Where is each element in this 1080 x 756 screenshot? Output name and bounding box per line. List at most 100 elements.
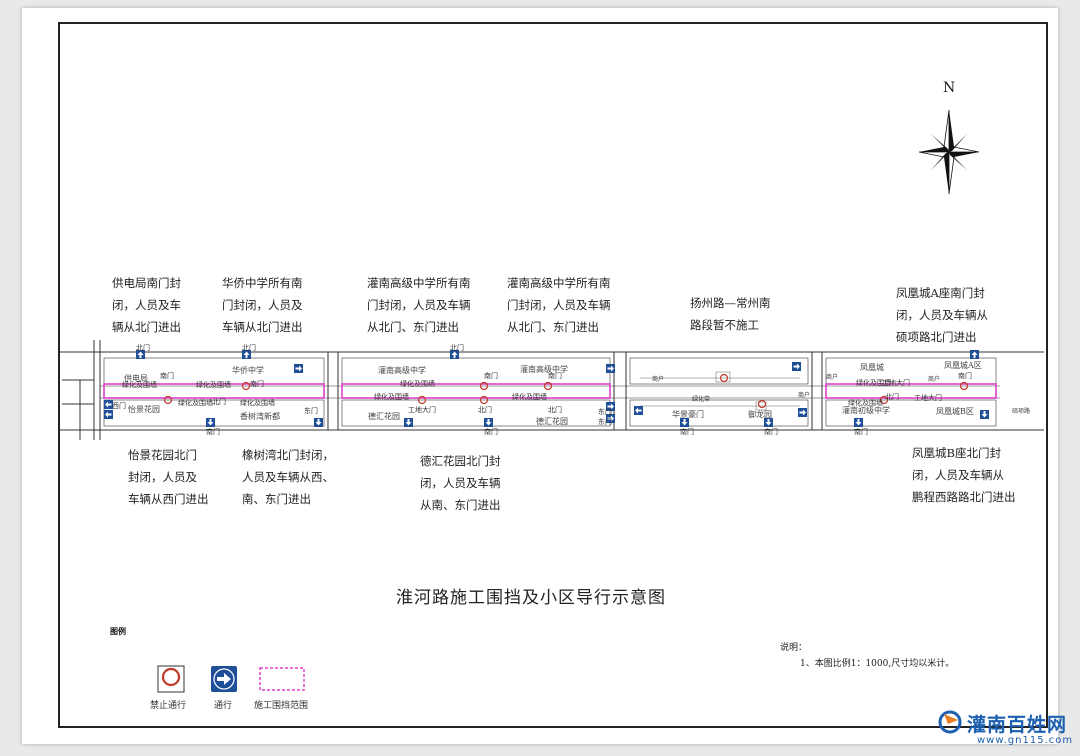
arrow-left-icon [104, 400, 113, 409]
arrow-up-icon [450, 350, 459, 359]
label-shop: 商户 [826, 374, 839, 381]
brand-logo-icon [938, 710, 962, 734]
explanation-heading: 说明： [780, 643, 808, 653]
arrow-right-icon [606, 402, 615, 411]
arrow-left-icon [634, 406, 643, 415]
arrow-right-icon [792, 362, 801, 371]
note-yangzhou: 扬州路—常州南 路段暂不施工 [690, 296, 771, 332]
no-entry-icon [959, 381, 969, 391]
no-entry-icon [879, 395, 889, 405]
legend-label-no-entry: 禁止通行 [150, 701, 187, 711]
label-green-fence: 绿化及围墙 [400, 380, 435, 388]
note-xiangshuwan: 橡树湾北门封闭， 人员及车辆从西、 南、东门进出 [242, 448, 334, 506]
watermark-url: www.gn115.com [977, 735, 1074, 746]
arrow-down-icon [484, 418, 493, 427]
arrow-down-icon [314, 418, 323, 427]
place-yijing: 怡景花园 [128, 405, 160, 414]
legend-fence-range-icon [259, 667, 305, 691]
label-shop: 商户 [652, 376, 665, 383]
label-north-gate: 北门 [450, 344, 464, 352]
legend-label-fence: 施工围挡范围 [254, 701, 309, 711]
label-north-gate: 北门 [885, 393, 899, 401]
label-green-fence: 绿化及围墙 [848, 399, 883, 407]
label-north-gate: 北门 [242, 344, 256, 352]
place-guannan-1: 灌南高级中学 [378, 366, 426, 375]
map-frame [58, 22, 1048, 728]
no-entry-icon [479, 381, 489, 391]
no-entry-icon [479, 395, 489, 405]
watermark: 灌南百姓网 www.gn115.com [937, 710, 1077, 752]
label-south-gate: 南门 [250, 380, 264, 388]
label-green-fence: 绿化及围墙 [196, 381, 231, 389]
place-guannan-2: 灌南高级中学 [520, 365, 568, 374]
no-entry-icon [543, 381, 553, 391]
arrow-up-icon [242, 350, 251, 359]
place-guannan-junior: 灌南初级中学 [842, 406, 890, 415]
note-yijing: 怡景花园北门 封闭，人员及 车辆从西门进出 [128, 448, 209, 506]
map-title: 淮河路施工围挡及小区导行示意图 [396, 588, 666, 608]
place-yuanlongyuan: 御龙园 [748, 410, 772, 419]
compass-north-label: N [943, 80, 956, 96]
note-fenghuang-a: 凤凰城A座南门封 闭，人员及车辆从 硕项路北门进出 [896, 286, 988, 344]
legend-arrow-right-icon [211, 666, 237, 692]
label-south-gate: 南门 [764, 428, 778, 436]
no-entry-icon [417, 395, 427, 405]
label-green-belt: 绿化带 [692, 396, 711, 403]
label-green-fence: 绿化及围墙 [856, 379, 891, 387]
place-fenghuang: 凤凰城 [860, 363, 884, 372]
legend-title: 图例 [110, 626, 126, 636]
legend-label-pass: 通行 [214, 701, 233, 711]
label-construction-gate: 工地大门 [408, 406, 436, 414]
arrow-up-icon [970, 350, 979, 359]
legend-no-entry-icon [157, 665, 185, 693]
pass-signs [104, 350, 989, 427]
arrow-down-icon [206, 418, 215, 427]
label-north-gate: 北门 [548, 406, 562, 414]
label-east-gate: 东门 [598, 408, 612, 416]
no-entry-icon [163, 395, 173, 405]
no-entry-icon [241, 381, 251, 391]
label-green-fence: 绿化及围墙 [122, 381, 157, 389]
note-dehui: 德汇花园北门封 闭，人员及车辆 从南、东门进出 [420, 454, 501, 512]
label-construction-gate: 工地大门 [882, 379, 910, 387]
label-south-gate: 南门 [680, 428, 694, 436]
label-shop: 商户 [798, 392, 811, 399]
note-guannan-1: 灌南高级中学所有南 门封闭，人员及车辆 从北门、东门进出 [367, 276, 471, 334]
label-east-gate: 东门 [598, 418, 612, 426]
label-south-gate: 南门 [854, 428, 868, 436]
no-entry-icon [757, 399, 767, 409]
place-huaqiao: 华侨中学 [232, 366, 264, 375]
label-green-fence: 绿化及围墙 [240, 399, 275, 407]
arrow-down-icon [404, 418, 413, 427]
label-north-gate: 北门 [212, 398, 226, 406]
label-south-gate: 南门 [958, 372, 972, 380]
arrow-right-icon [294, 364, 303, 373]
compass-rose [918, 109, 980, 195]
arrow-down-icon [854, 418, 863, 427]
label-north-gate: 北门 [136, 344, 150, 352]
watermark-brand: 灌南百姓网 [967, 714, 1068, 736]
note-gongdianju: 供电局南门封 闭，人员及车 辆从北门进出 [112, 276, 181, 334]
place-dehui-2: 德汇花园 [536, 417, 568, 426]
note-huaqiao: 华侨中学所有南 门封闭，人员及 车辆从北门进出 [222, 276, 303, 334]
place-dehui-1: 德汇花园 [368, 412, 400, 421]
label-green-fence: 绿化及围墙 [512, 393, 547, 401]
arrow-right-icon [606, 414, 615, 423]
label-green-fence: 绿化及围墙 [374, 393, 409, 401]
arrow-down-icon [680, 418, 689, 427]
label-west-gate: 西门 [112, 402, 126, 410]
label-shop: 商户 [928, 376, 941, 383]
label-south-gate: 南门 [484, 428, 498, 436]
arrow-up-icon [136, 350, 145, 359]
label-south-gate: 南门 [548, 372, 562, 380]
construction-fence [103, 383, 997, 399]
place-fenghuang-b: 凤凰城B区 [936, 407, 974, 416]
no-entry-signs [163, 373, 969, 409]
label-south-gate: 南门 [484, 372, 498, 380]
place-gongdianju: 供电局 [124, 374, 148, 383]
arrow-down-icon [980, 410, 989, 419]
place-xiangshuwan: 香树湾新都 [240, 412, 280, 421]
note-fenghuang-b: 凤凰城B座北门封 闭，人员及车辆从 鹏程西路路北门进出 [912, 446, 1016, 504]
no-entry-icon [719, 373, 729, 383]
